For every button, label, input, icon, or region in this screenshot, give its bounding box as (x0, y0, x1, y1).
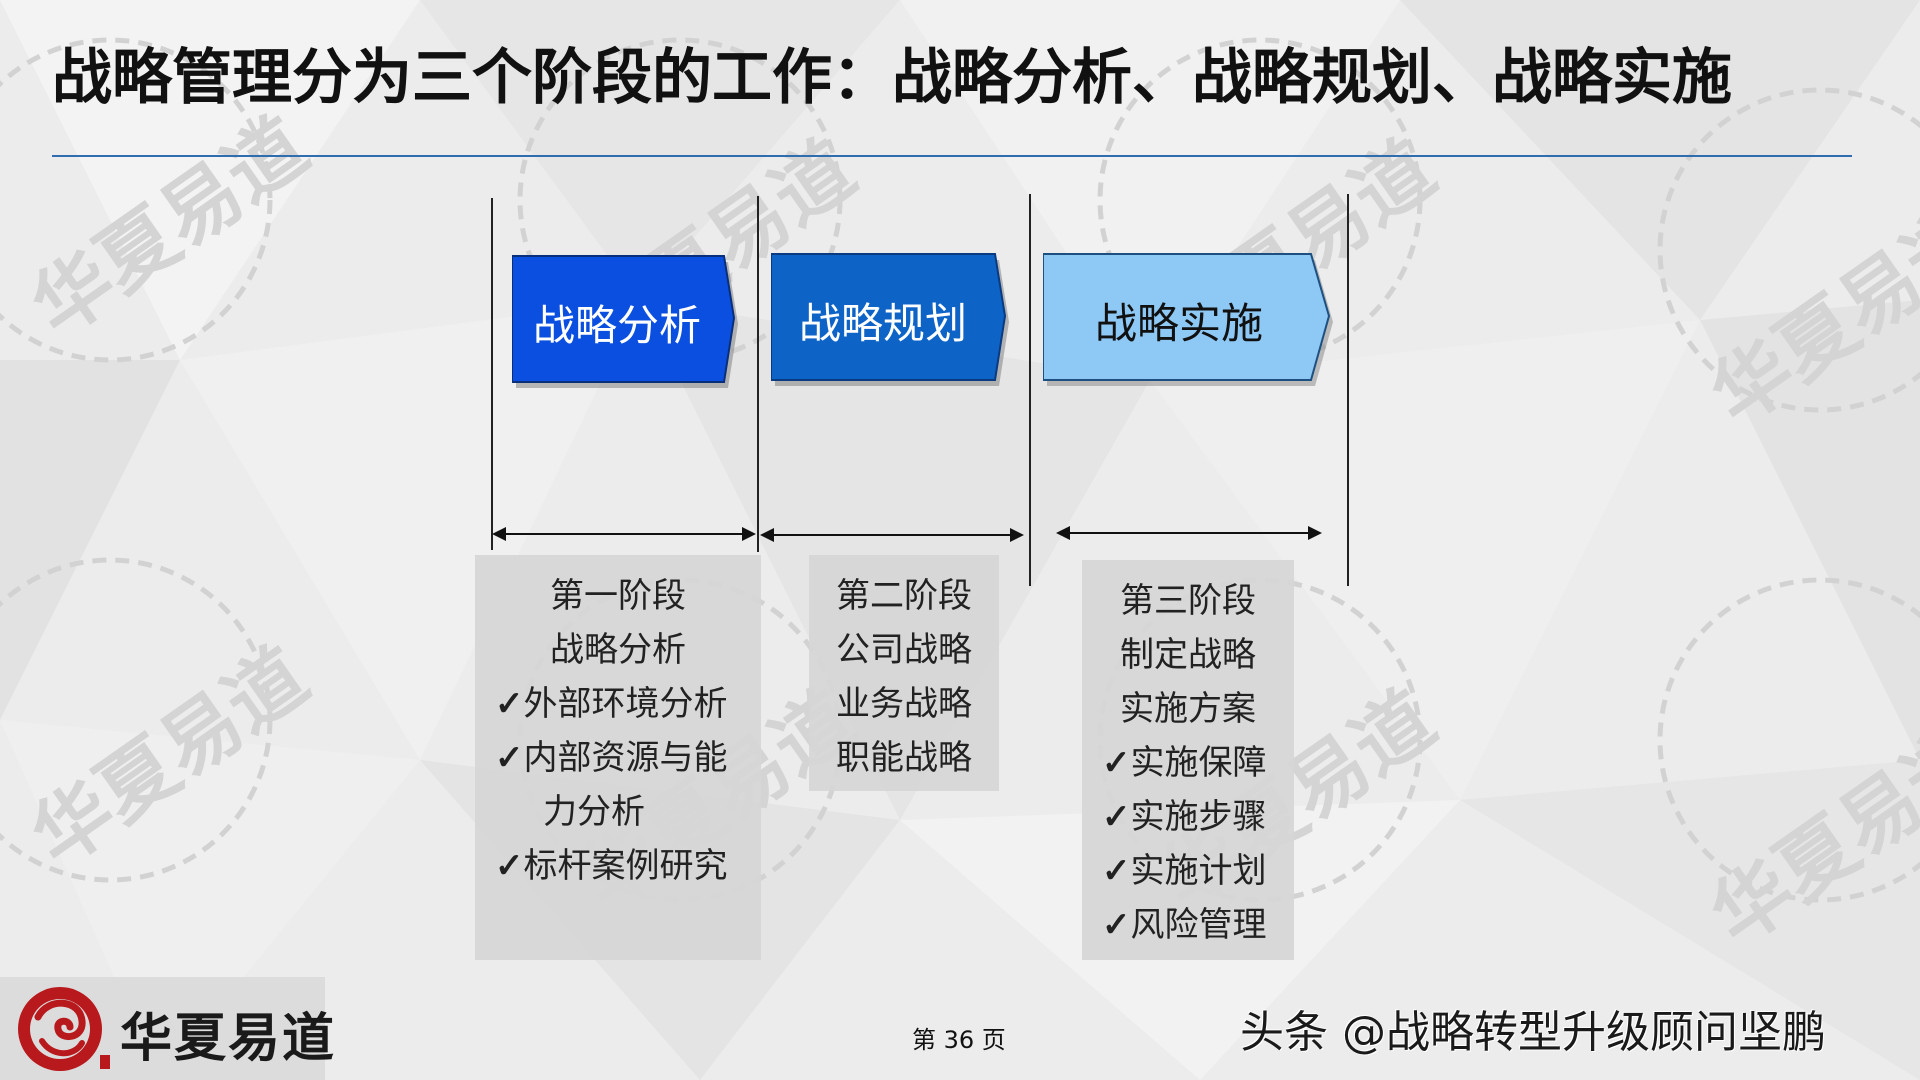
phase-divider-1 (491, 198, 493, 550)
detail-line: 业务战略 (836, 684, 972, 724)
phase-chevron-planning: 战略规划 (771, 250, 1011, 390)
detail-line: 实施方案 (1120, 689, 1256, 729)
detail-line: 第三阶段 (1120, 581, 1256, 621)
span-arrow-1 (492, 524, 756, 544)
detail-line: 实施计划 (1102, 844, 1294, 898)
slide-title: 战略管理分为三个阶段的工作：战略分析、战略规划、战略实施 (52, 43, 1732, 113)
detail-line: 职能战略 (836, 738, 972, 778)
logo-mark-icon (18, 987, 110, 1071)
detail-line: 战略分析 (550, 630, 686, 670)
detail-line: 实施保障 (1102, 736, 1294, 790)
phase-label-planning: 战略规划 (798, 298, 967, 348)
detail-line: 公司战略 (836, 630, 972, 670)
phase-label-implementation: 战略实施 (1094, 298, 1263, 348)
detail-line: 外部环境分析 (495, 677, 761, 731)
detail-line: 制定战略 (1120, 635, 1256, 675)
chevron-shape (1043, 253, 1333, 386)
chevron-shape (771, 253, 1009, 386)
page-number: 第 36 页 (912, 1026, 1006, 1054)
chevron-shape (512, 255, 738, 388)
detail-box-stage-3: 第三阶段 制定战略 实施方案 实施保障 实施步骤 实施计划 风险管理 (1082, 560, 1294, 960)
phase-divider-2 (757, 196, 759, 552)
detail-line: 内部资源与能 (495, 731, 761, 785)
detail-line: 标杆案例研究 (495, 839, 761, 893)
arrowhead-right-icon (742, 527, 756, 541)
phase-divider-3 (1029, 194, 1031, 586)
phase-label-analysis: 战略分析 (532, 300, 701, 350)
detail-line: 第二阶段 (836, 576, 972, 616)
logo-text: 华夏易道 (120, 1008, 337, 1069)
arrowhead-right-icon (1308, 526, 1322, 540)
arrowhead-left-icon (1056, 526, 1070, 540)
logo-panel (0, 977, 325, 1080)
arrowhead-left-icon (760, 528, 774, 542)
title-divider (52, 155, 1852, 157)
author-credit: 头条 @战略转型升级顾问坚鹏 (1240, 1007, 1826, 1058)
arrowhead-right-icon (1010, 528, 1024, 542)
phase-chevron-implementation: 战略实施 (1043, 250, 1335, 390)
span-arrow-3 (1056, 523, 1322, 543)
phase-divider-4 (1347, 194, 1349, 586)
arrowhead-left-icon (492, 527, 506, 541)
detail-line: 第一阶段 (550, 576, 686, 616)
span-arrow-2 (760, 525, 1024, 545)
phase-chevron-analysis: 战略分析 (512, 252, 740, 392)
detail-line: 风险管理 (1102, 898, 1294, 952)
detail-box-stage-1: 第一阶段 战略分析 外部环境分析 内部资源与能 力分析 标杆案例研究 (475, 555, 761, 960)
detail-line: 力分析 (543, 792, 645, 832)
detail-box-stage-2: 第二阶段 公司战略 业务战略 职能战略 (809, 555, 999, 791)
detail-line: 实施步骤 (1102, 790, 1294, 844)
